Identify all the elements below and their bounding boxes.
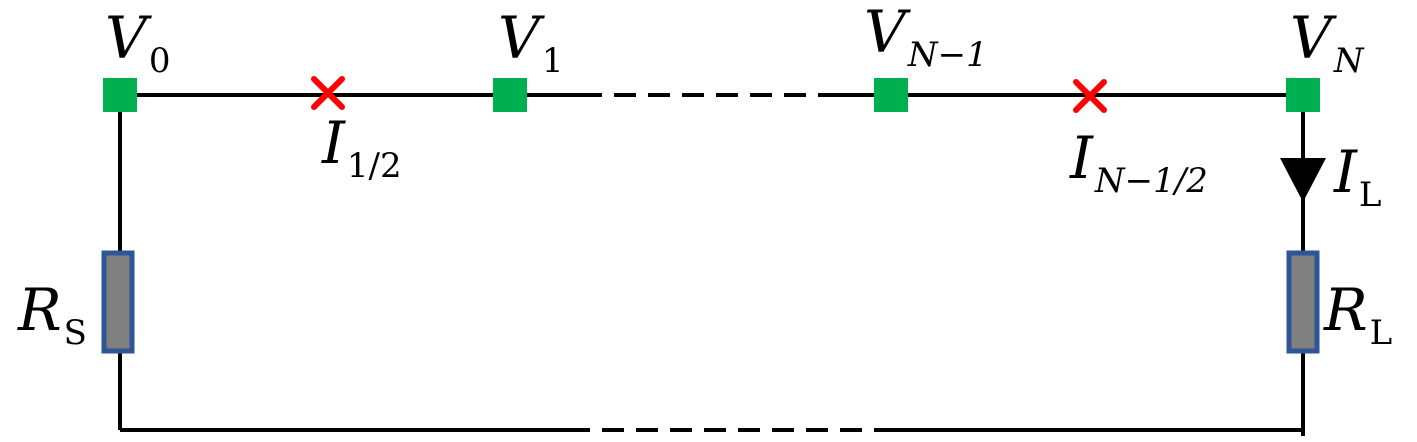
current-marker-half [311, 76, 345, 110]
label-i-half-base: I [321, 109, 346, 177]
label-vn-sub: N [1333, 41, 1365, 81]
source-resistor [101, 250, 135, 354]
node-vn [1286, 78, 1320, 112]
label-r-source: RS [17, 276, 87, 353]
label-vn-1-sub: N−1 [907, 35, 988, 75]
label-vn-1-base: V [864, 0, 911, 66]
label-r-load: RL [1323, 276, 1392, 353]
label-i-n-half-base: I [1069, 124, 1094, 192]
label-i-load-base: I [1333, 138, 1358, 206]
label-vn: VN [1290, 4, 1365, 81]
label-r-source-base: R [17, 276, 62, 344]
label-v0: V0 [105, 4, 171, 81]
label-vn-1: VN−1 [864, 0, 988, 75]
label-v0-sub: 0 [149, 41, 171, 81]
label-i-n-half-sub: N−1/2 [1094, 161, 1208, 201]
label-r-load-base: R [1323, 276, 1368, 344]
label-r-source-sub: S [64, 313, 87, 353]
label-i-half: I1/2 [321, 109, 402, 186]
label-v1: V1 [498, 4, 564, 81]
label-i-load: IL [1333, 138, 1382, 215]
label-i-n-half: IN−1/2 [1069, 124, 1208, 201]
label-v1-sub: 1 [542, 41, 564, 81]
label-v0-base: V [105, 4, 152, 72]
load-resistor [1286, 250, 1320, 354]
current-marker-n-half [1073, 79, 1107, 113]
load-current-arrow [1280, 158, 1326, 202]
node-vn-1 [874, 78, 908, 112]
label-v1-base: V [498, 4, 545, 72]
node-v0 [103, 78, 137, 112]
label-i-half-sub: 1/2 [347, 146, 402, 186]
label-vn-base: V [1290, 4, 1337, 72]
label-r-load-sub: L [1370, 313, 1393, 353]
label-i-load-sub: L [1359, 175, 1382, 215]
node-v1 [493, 78, 527, 112]
